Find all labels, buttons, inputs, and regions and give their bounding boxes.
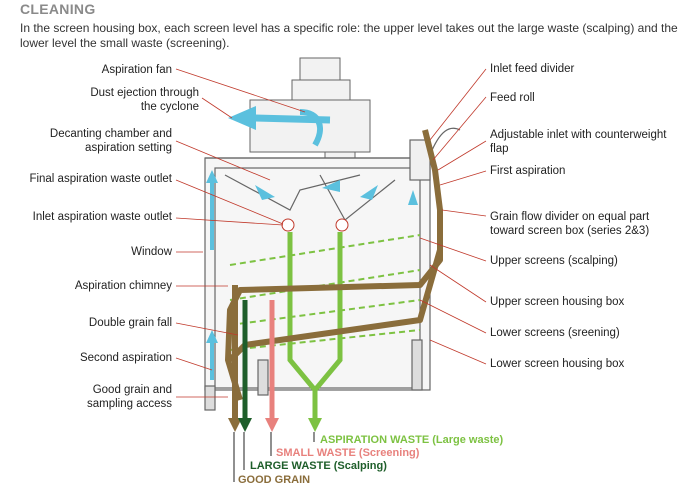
label-upper-housing: Upper screen housing box xyxy=(490,296,625,308)
label-double-grain-fall: Double grain fall xyxy=(88,317,172,329)
label-aspiration-chimney: Aspiration chimney xyxy=(74,280,172,292)
output-aspiration-waste: ASPIRATION WASTE (Large waste) xyxy=(320,434,504,446)
label-inlet-feed-divider: Inlet feed divider xyxy=(490,63,575,75)
label-grain-flow-divider: Grain flow divider on equal part toward … xyxy=(490,211,650,237)
output-small-waste: SMALL WASTE (Screening) xyxy=(276,447,420,459)
aspiration-waste-pipe xyxy=(281,218,349,432)
label-upper-screens: Upper screens (scalping) xyxy=(490,255,618,267)
label-second-aspiration: Second aspiration xyxy=(79,352,172,364)
label-final-aspiration-outlet: Final aspiration waste outlet xyxy=(29,173,172,185)
label-window: Window xyxy=(131,246,172,258)
label-first-aspiration: First aspiration xyxy=(490,165,566,177)
intro-text: In the screen housing box, each screen l… xyxy=(20,21,678,50)
label-dust-ejection: Dust ejection through the cyclone xyxy=(90,87,199,113)
label-aspiration-fan: Aspiration fan xyxy=(101,64,172,76)
label-feed-roll: Feed roll xyxy=(490,92,535,104)
output-good-grain: GOOD GRAIN xyxy=(238,474,311,486)
label-lower-screens: Lower screens (sreening) xyxy=(490,327,620,339)
aspiration-fan-drawing xyxy=(249,57,371,159)
screens xyxy=(229,234,421,351)
label-decanting-chamber: Decanting chamber and aspiration setting xyxy=(49,128,172,154)
page-title: CLEANING xyxy=(20,1,96,17)
label-adjustable-inlet: Adjustable inlet with counterweight flap xyxy=(490,129,667,155)
air-arrows xyxy=(255,180,418,205)
label-good-grain-access: Good grain and sampling access xyxy=(86,384,172,410)
grain-flow xyxy=(225,129,443,420)
label-lower-housing: Lower screen housing box xyxy=(490,358,625,370)
output-large-waste: LARGE WASTE (Scalping) xyxy=(250,460,387,472)
leader-lines xyxy=(175,68,487,398)
label-inlet-aspiration-outlet: Inlet aspiration waste outlet xyxy=(32,211,172,223)
